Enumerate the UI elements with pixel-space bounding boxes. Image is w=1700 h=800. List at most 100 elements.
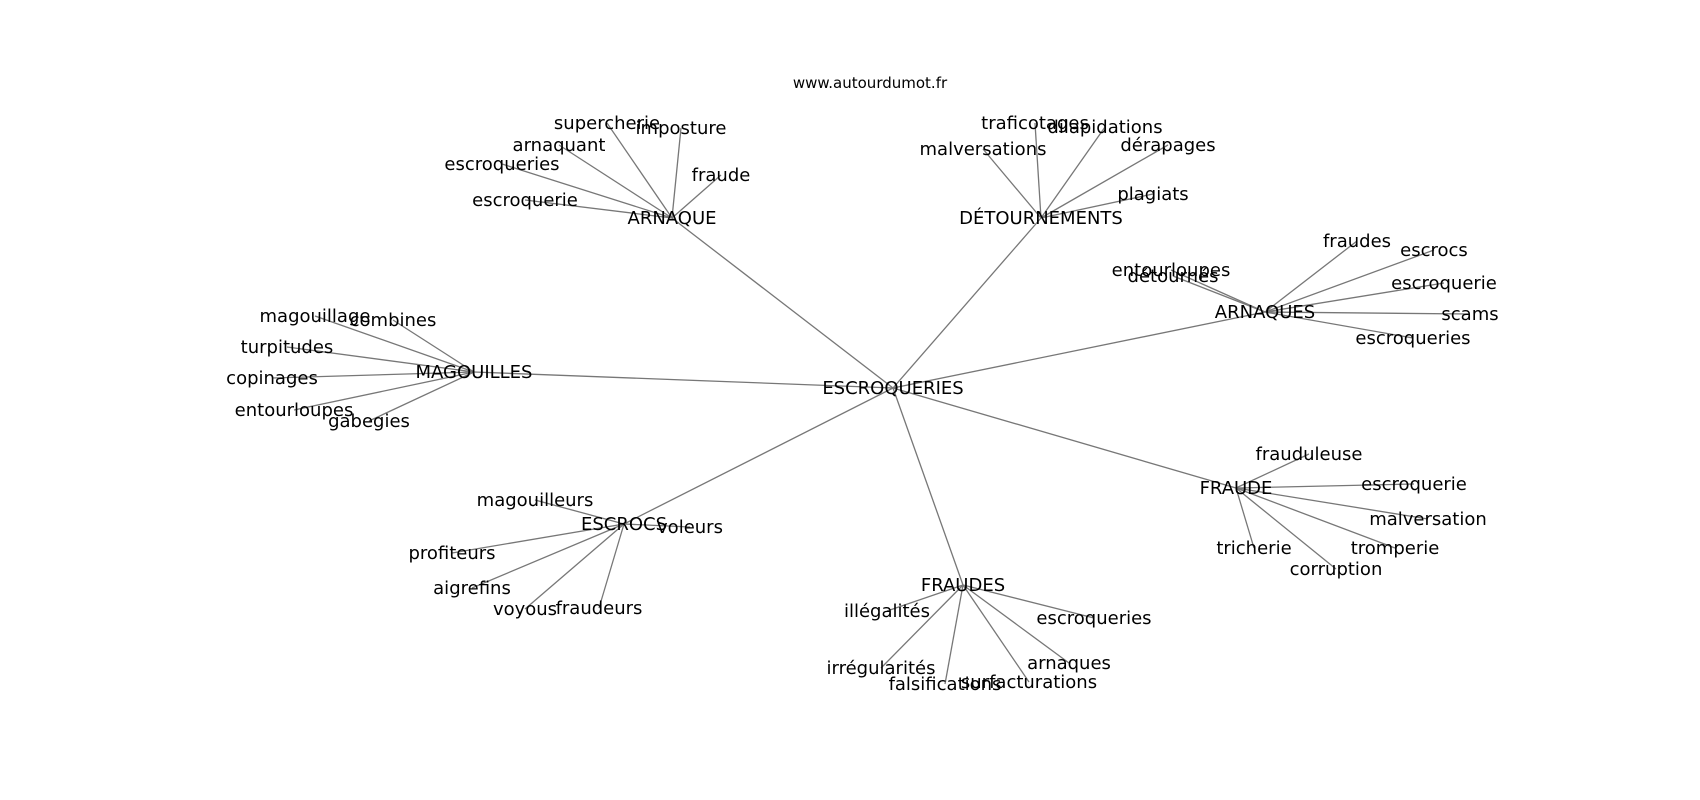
edge-root-branch xyxy=(892,387,1237,489)
edge-branch-leaf xyxy=(558,144,673,219)
leaf-node: escroqueries xyxy=(1355,328,1470,349)
edge-branch-leaf xyxy=(368,371,475,422)
leaf-node: arnaquant xyxy=(513,135,606,156)
edge-branch-leaf xyxy=(671,174,722,219)
leaf-node: aigrefins xyxy=(433,578,511,599)
leaf-node: profiteurs xyxy=(408,543,495,564)
edge-branch-leaf xyxy=(451,523,625,554)
leaf-node: arnaques xyxy=(1027,653,1111,674)
branch-node: FRAUDE xyxy=(1200,478,1273,499)
edge-root-branch xyxy=(892,311,1266,389)
branch-node: ESCROCS xyxy=(581,514,667,535)
edge-root-branch xyxy=(623,387,894,525)
edge-branch-leaf xyxy=(962,584,1030,683)
edge-branch-leaf xyxy=(471,523,625,589)
leaf-node: escroquerie xyxy=(1391,273,1497,294)
leaf-node: fraude xyxy=(692,165,751,186)
leaf-node: fraudeurs xyxy=(556,598,643,619)
leaf-node: dilapidations xyxy=(1047,117,1162,138)
leaf-node: tricherie xyxy=(1216,538,1291,559)
leaf-node: escrocs xyxy=(1400,240,1468,261)
edge-root-branch xyxy=(892,387,964,586)
edge-branch-leaf xyxy=(671,127,682,219)
edge-branch-leaf xyxy=(1034,122,1042,219)
edge-root-branch xyxy=(671,217,894,389)
edge-branch-leaf xyxy=(962,584,1070,664)
leaf-node: malversations xyxy=(920,139,1047,160)
edge-branch-leaf xyxy=(314,315,475,373)
leaf-node: gabegies xyxy=(328,411,410,432)
leaf-node: traficotages xyxy=(981,113,1089,134)
edge-branch-leaf xyxy=(286,346,475,373)
leaf-node: fraudes xyxy=(1323,231,1391,252)
edge-branch-leaf xyxy=(944,584,964,685)
edge-branch-leaf xyxy=(1170,269,1266,313)
edge-root-branch xyxy=(892,217,1042,389)
edge-branch-leaf xyxy=(1235,453,1310,489)
leaf-node: combines xyxy=(350,310,437,331)
branch-node: MAGOUILLES xyxy=(416,362,533,383)
edge-branch-leaf xyxy=(1235,487,1396,549)
edge-branch-leaf xyxy=(623,523,691,528)
edge-branch-leaf xyxy=(271,371,475,379)
leaf-node: surfacturations xyxy=(961,672,1097,693)
edge-branch-leaf xyxy=(886,584,964,612)
edge-branch-leaf xyxy=(1235,487,1429,520)
edge-branch-leaf xyxy=(1172,275,1266,313)
edge-branch-leaf xyxy=(1264,240,1358,313)
edge-branch-leaf xyxy=(962,584,1095,619)
edge-branch-leaf xyxy=(598,523,625,609)
leaf-node: voyous xyxy=(493,599,557,620)
edge-branch-leaf xyxy=(501,163,673,219)
edge-branch-leaf xyxy=(1040,144,1169,219)
leaf-node: escroqueries xyxy=(444,154,559,175)
branch-node: ARNAQUE xyxy=(628,208,717,229)
edge-branch-leaf xyxy=(982,148,1042,219)
edge-branch-leaf xyxy=(606,122,673,219)
leaf-node: falsifications xyxy=(889,674,1002,695)
root-node: ESCROQUERIES xyxy=(822,378,963,399)
leaf-node: voleurs xyxy=(657,517,723,538)
edge-branch-leaf xyxy=(1264,249,1435,313)
leaf-node: magouilleurs xyxy=(477,490,594,511)
leaf-node: dérapages xyxy=(1120,135,1215,156)
leaf-node: tromperie xyxy=(1351,538,1440,559)
edge-branch-leaf xyxy=(1235,487,1255,549)
edge-branch-leaf xyxy=(524,199,673,219)
branch-node: ARNAQUES xyxy=(1215,302,1315,323)
leaf-node: supercherie xyxy=(554,113,660,134)
leaf-node: frauduleuse xyxy=(1256,444,1363,465)
branch-node: FRAUDES xyxy=(921,575,1005,596)
edge-root-branch xyxy=(473,371,894,389)
edge-branch-leaf xyxy=(392,319,475,373)
edge-branch-leaf xyxy=(1264,282,1445,313)
edge-branch-leaf xyxy=(293,371,475,411)
leaf-node: entourloupes xyxy=(235,400,354,421)
leaf-node: imposture xyxy=(636,118,727,139)
edge-branch-leaf xyxy=(1040,126,1106,219)
leaf-node: entourloupes xyxy=(1112,260,1231,281)
leaf-node: détournés xyxy=(1128,266,1219,287)
leaf-node: escroqueries xyxy=(1036,608,1151,629)
leaf-node: malversation xyxy=(1369,509,1487,530)
leaf-node: copinages xyxy=(226,368,318,389)
edge-branch-leaf xyxy=(1264,311,1414,339)
edge-branch-leaf xyxy=(880,584,964,669)
edge-branch-leaf xyxy=(1235,483,1415,489)
leaf-node: illégalités xyxy=(844,601,930,622)
leaf-node: scams xyxy=(1441,304,1498,325)
edge-branch-leaf xyxy=(1264,311,1471,315)
edge-branch-leaf xyxy=(1235,487,1337,570)
graph-edges xyxy=(271,122,1471,685)
leaf-node: corruption xyxy=(1290,559,1383,580)
edge-branch-leaf xyxy=(1040,193,1154,219)
leaf-node: escroquerie xyxy=(472,190,578,211)
edge-branch-leaf xyxy=(524,523,625,610)
leaf-node: turpitudes xyxy=(241,337,334,358)
leaf-node: magouillage xyxy=(260,306,371,327)
leaf-node: plagiats xyxy=(1117,184,1188,205)
branch-node: DÉTOURNEMENTS xyxy=(959,207,1123,229)
leaf-node: escroquerie xyxy=(1361,474,1467,495)
